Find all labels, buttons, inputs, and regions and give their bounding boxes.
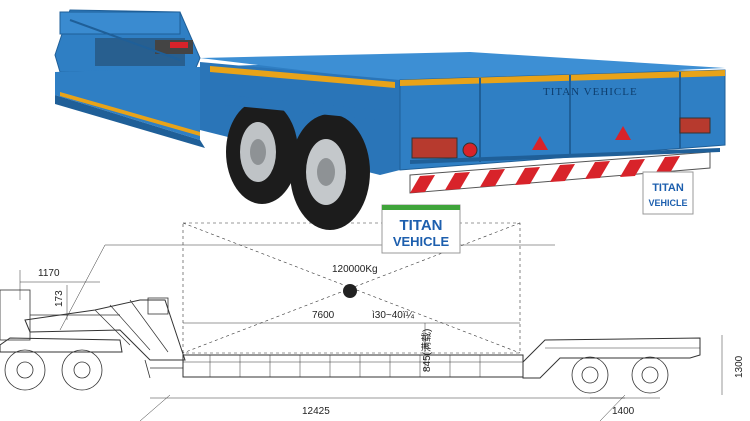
load-label: 120000Kg (332, 264, 378, 275)
plate-right-line1: TITAN (652, 182, 684, 194)
trailer-photo: TITAN VEHICLE T (54, 9, 726, 254)
dim-1170: 1170 (38, 268, 60, 279)
dim-12425: 12425 (302, 406, 330, 417)
load-center-icon (343, 284, 357, 298)
dim-845: 845(满载) (421, 329, 433, 372)
dim-7600: 7600 (312, 310, 335, 321)
dim-angle: ì30~40ï¼ (372, 309, 415, 321)
plate-left-line1: TITAN (399, 217, 442, 234)
dim-1300: 1300 (734, 355, 745, 378)
rear-brand-text: TITAN VEHICLE (543, 86, 638, 98)
technical-drawing (0, 222, 723, 421)
dim-1400: 1400 (612, 406, 635, 417)
dim-173: 173 (54, 290, 65, 307)
plate-right-line2: VEHICLE (648, 198, 687, 208)
plate-left-line2: VEHICLE (393, 234, 450, 249)
